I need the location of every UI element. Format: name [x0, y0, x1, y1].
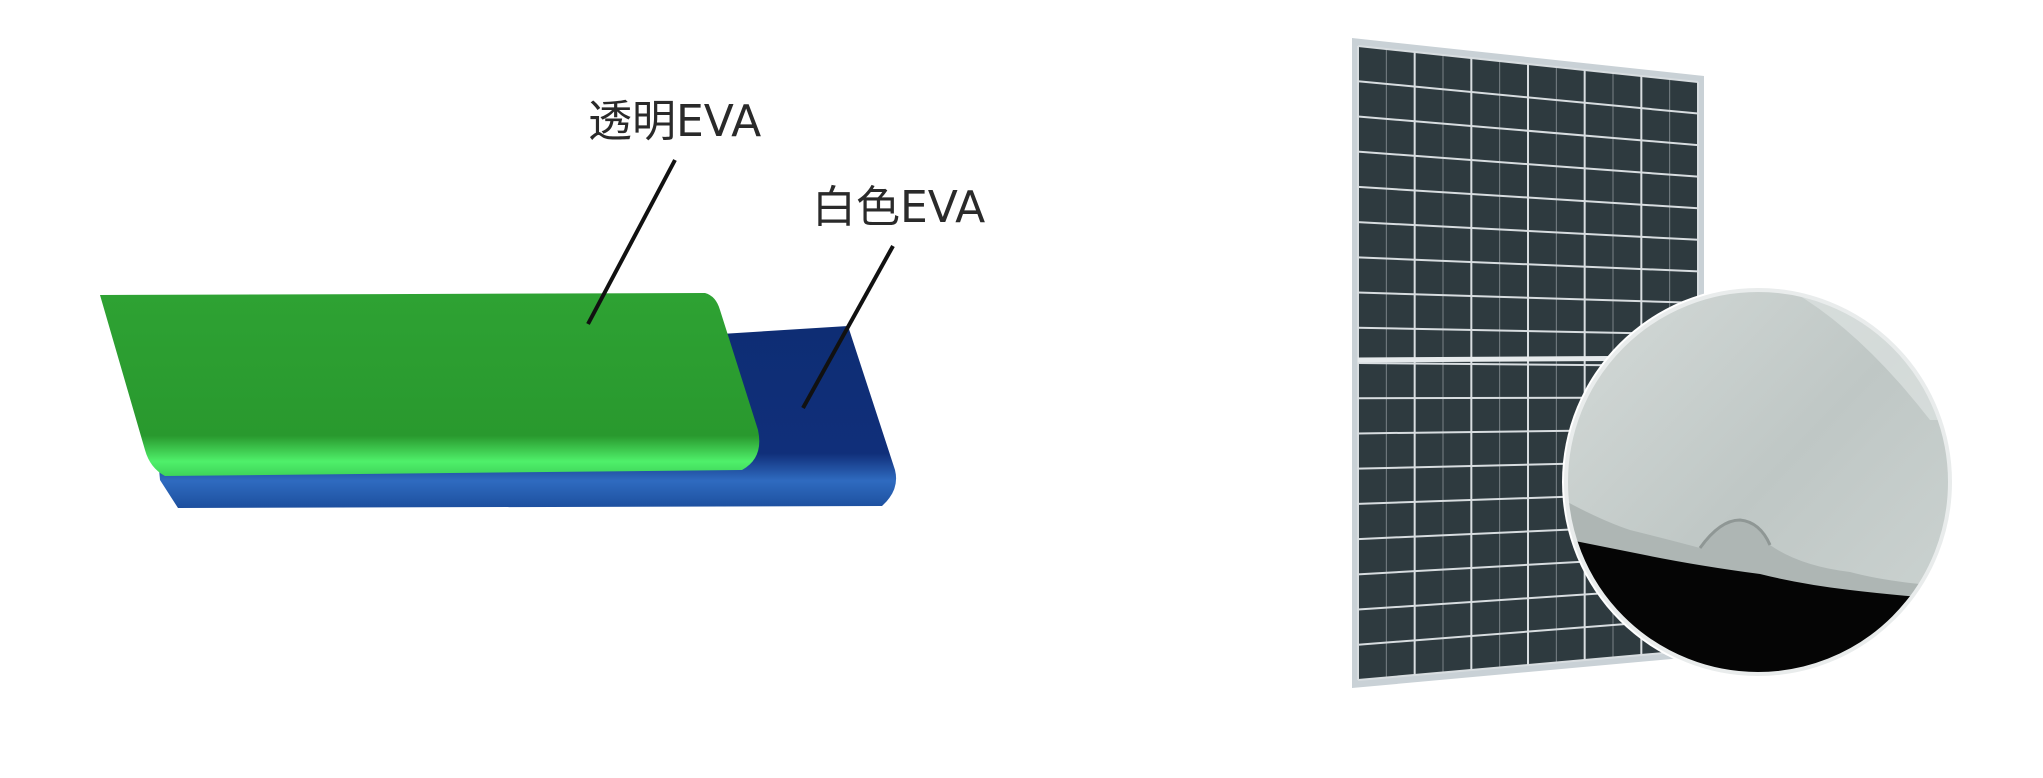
panel-grid-row-line	[1357, 150, 1699, 178]
transparent-eva-layer	[100, 293, 760, 476]
panel-grid-row-line	[1357, 221, 1699, 241]
leader-line-transparent-eva	[586, 159, 677, 325]
inset-film-wave	[1566, 498, 1950, 600]
eva-layer-illustration	[100, 159, 897, 508]
transparent-eva-label: 透明EVA	[588, 96, 762, 147]
panel-grid-row-line	[1357, 45, 1699, 83]
panel-grid-row-line	[1357, 185, 1699, 210]
panel-grid-row-line	[1357, 256, 1699, 273]
panel-grid-row-line	[1357, 291, 1699, 304]
white-eva-label: 白色EVA	[812, 182, 986, 233]
panel-grid-row-line	[1357, 115, 1699, 147]
panel-grid-row-line	[1357, 649, 1699, 681]
leader-line-white-eva	[801, 245, 895, 409]
panel-grid-row-line	[1357, 80, 1699, 115]
